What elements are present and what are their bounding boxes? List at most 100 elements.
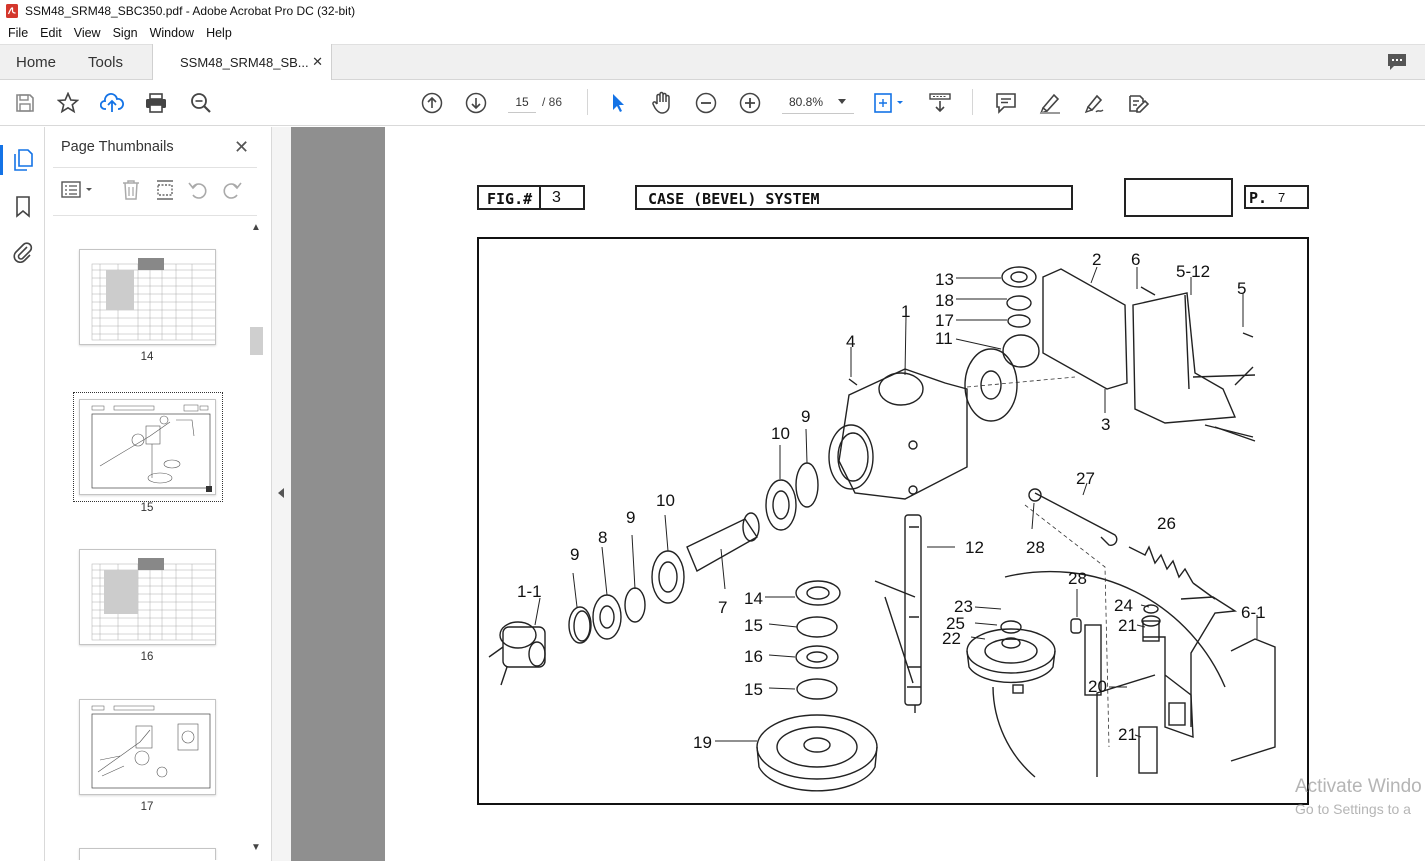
thumbnail-label: 15 — [140, 502, 154, 514]
part-label: 15 — [744, 680, 763, 699]
part-label: 10 — [656, 491, 675, 510]
delete-page-icon[interactable] — [121, 179, 141, 201]
part-label: 12 — [965, 538, 984, 557]
scroll-up-icon[interactable]: ▲ — [251, 222, 261, 233]
next-page-icon[interactable] — [464, 91, 488, 115]
options-menu-icon[interactable] — [61, 181, 97, 199]
rotate-left-icon[interactable] — [187, 179, 209, 201]
part-label: 9 — [801, 407, 811, 426]
thumbnail-page-16[interactable] — [79, 549, 217, 645]
page-ref-number: 7 — [1278, 190, 1286, 205]
tab-document[interactable]: SSM48_SRM48_SB... ✕ — [152, 44, 332, 81]
activation-watermark-line1: Activate Windo — [1295, 776, 1422, 797]
page-label: P. — [1249, 189, 1268, 207]
highlight-pen-icon[interactable] — [1038, 91, 1062, 115]
page-thumbnails-icon[interactable] — [11, 148, 35, 172]
thumbnail-list: 14 15 16 17 — [45, 220, 265, 860]
part-label: 10 — [771, 424, 790, 443]
edit-document-icon[interactable] — [1126, 91, 1150, 115]
fig-box: FIG.# 3 — [477, 185, 585, 210]
comment-icon[interactable] — [994, 91, 1018, 115]
page-number-input[interactable] — [508, 91, 536, 113]
rotate-right-icon[interactable] — [221, 179, 243, 201]
fig-title: CASE (BEVEL) SYSTEM — [648, 190, 820, 208]
part-label: 15 — [744, 616, 763, 635]
thumbnails-panel: Page Thumbnails ✕ 14 15 16 17 — [45, 127, 271, 861]
part-label: 3 — [1101, 415, 1111, 434]
part-label: 24 — [1114, 596, 1133, 615]
page-total: / 86 — [542, 95, 563, 109]
save-icon[interactable] — [13, 91, 37, 115]
tab-tools[interactable]: Tools — [88, 54, 124, 71]
part-label: 2 — [1092, 250, 1102, 269]
blank-box — [1124, 178, 1233, 217]
panel-title: Page Thumbnails — [61, 139, 174, 155]
part-label: 14 — [744, 589, 763, 608]
page-ref-box: P. 7 — [1244, 185, 1309, 209]
part-label: 22 — [942, 629, 961, 648]
window-title: SSM48_SRM48_SBC350.pdf - Adobe Acrobat P… — [25, 4, 356, 18]
part-label: 27 — [1076, 469, 1095, 488]
thumbnail-scrollbar-thumb[interactable] — [250, 327, 263, 355]
part-label: 5 — [1237, 279, 1247, 298]
star-icon[interactable] — [56, 91, 80, 115]
part-label: 7 — [718, 598, 728, 617]
part-label: 11 — [935, 329, 953, 348]
part-label: 28 — [1068, 569, 1087, 588]
close-panel-icon[interactable]: ✕ — [234, 137, 250, 157]
part-label: 9 — [626, 508, 636, 527]
select-cursor-icon[interactable] — [606, 91, 630, 115]
part-label: 21 — [1118, 616, 1137, 635]
document-viewer[interactable]: FIG.# 3 CASE (BEVEL) SYSTEM P. 7 — [291, 127, 1425, 861]
menu-window[interactable]: Window — [149, 26, 195, 40]
zoom-in-icon[interactable] — [738, 91, 762, 115]
part-label: 6-1 — [1241, 603, 1266, 622]
part-label: 25 — [946, 614, 965, 633]
bookmark-icon[interactable] — [11, 195, 35, 219]
thumbnail-label: 14 — [140, 351, 154, 363]
attachment-icon[interactable] — [11, 240, 35, 264]
print-icon[interactable] — [144, 91, 168, 115]
zoom-search-icon[interactable] — [189, 91, 213, 115]
zoom-out-icon[interactable] — [694, 91, 718, 115]
menu-help[interactable]: Help — [206, 26, 232, 40]
prev-page-icon[interactable] — [420, 91, 444, 115]
zoom-select[interactable]: 80.8% — [782, 90, 854, 114]
part-label: 5-12 — [1176, 262, 1211, 281]
close-tab-icon[interactable]: ✕ — [312, 54, 323, 69]
thumbnail-page-14[interactable] — [79, 249, 217, 345]
fit-page-icon[interactable] — [872, 91, 908, 115]
upload-cloud-icon[interactable] — [100, 91, 124, 115]
fig-number: 3 — [552, 189, 561, 206]
hand-tool-icon[interactable] — [650, 91, 674, 115]
part-label: 18 — [935, 291, 954, 310]
part-label: 28 — [1026, 538, 1045, 557]
part-label: 9 — [570, 545, 580, 564]
menu-sign[interactable]: Sign — [112, 26, 138, 40]
panel-toolbar — [53, 173, 263, 209]
sign-pen-icon[interactable] — [1082, 91, 1106, 115]
scroll-mode-icon[interactable] — [928, 91, 952, 115]
exploded-diagram — [477, 237, 1309, 805]
comment-bubble-icon[interactable] — [1387, 53, 1407, 71]
part-label: 6 — [1131, 250, 1141, 269]
collapse-panel-icon[interactable] — [278, 488, 284, 498]
extract-page-icon[interactable] — [154, 179, 176, 201]
tab-document-label: SSM48_SRM48_SB... — [180, 55, 309, 70]
thumbnail-page-15[interactable] — [79, 399, 216, 495]
part-label: 23 — [954, 597, 973, 616]
tab-home[interactable]: Home — [16, 54, 57, 71]
thumbnail-page-18[interactable] — [79, 848, 216, 860]
menu-file[interactable]: File — [8, 26, 29, 40]
scroll-down-icon[interactable]: ▼ — [251, 842, 261, 853]
menu-bar: File Edit View Sign Window Help — [0, 22, 1425, 44]
pdf-page: FIG.# 3 CASE (BEVEL) SYSTEM P. 7 — [385, 127, 1425, 861]
thumbnail-page-17[interactable] — [79, 699, 216, 795]
menu-view[interactable]: View — [73, 26, 101, 40]
menu-edit[interactable]: Edit — [40, 26, 62, 40]
title-bar: SSM48_SRM48_SBC350.pdf - Adobe Acrobat P… — [0, 0, 1425, 22]
thumbnail-label: 16 — [140, 651, 154, 663]
fig-title-box: CASE (BEVEL) SYSTEM — [635, 185, 1073, 210]
part-label: 26 — [1157, 514, 1176, 533]
part-label: 16 — [744, 647, 763, 666]
